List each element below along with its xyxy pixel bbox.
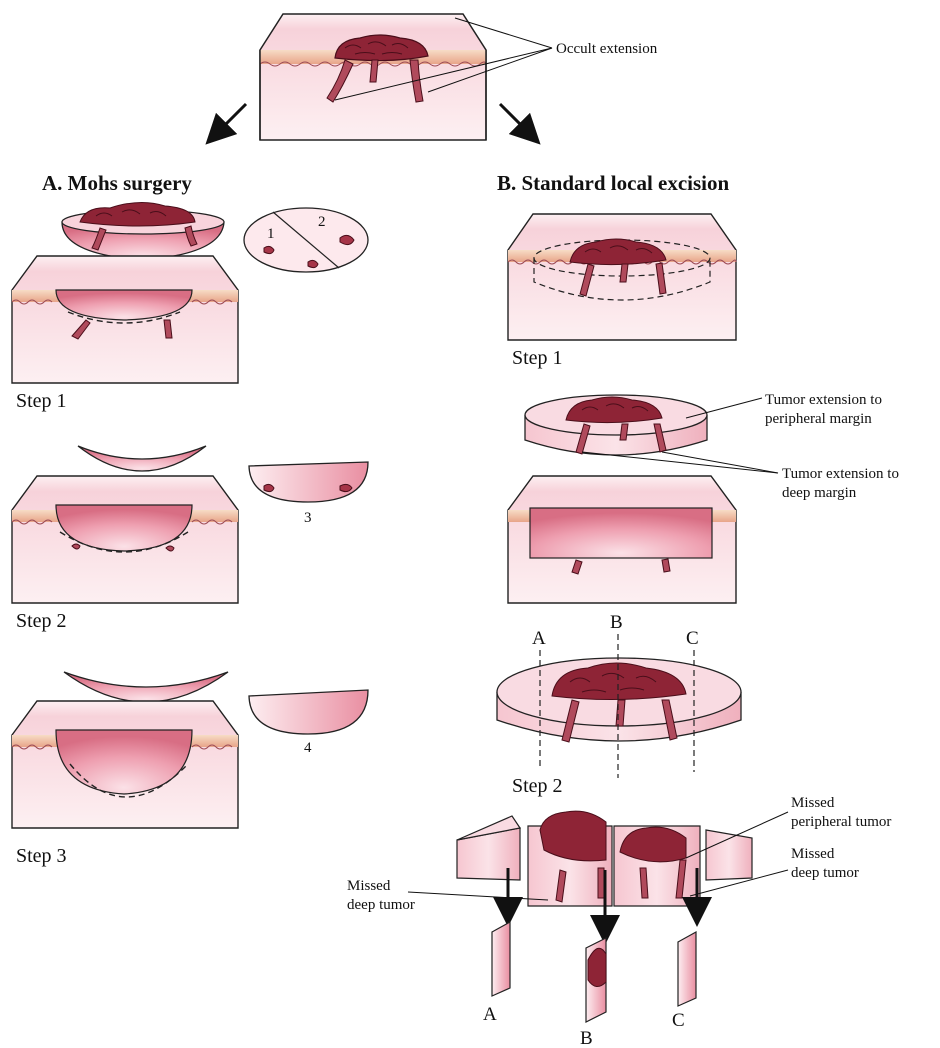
map-number-3: 3	[304, 510, 312, 526]
missed-peripheral-line1: Missed	[791, 795, 835, 811]
excision-step1: Step 1	[508, 214, 736, 369]
section-slab-a: A	[483, 922, 510, 1025]
excision-step1-label: Step 1	[512, 347, 563, 369]
missed-deep-left-line1: Missed	[347, 878, 391, 894]
map-number-1: 1	[267, 226, 275, 242]
deep-label-line2: deep margin	[782, 485, 857, 501]
section-slab-c: C	[672, 932, 696, 1031]
missed-peripheral-line2: peripheral tumor	[791, 814, 891, 830]
missed-deep-right-line2: deep tumor	[791, 865, 859, 881]
arrow-to-excision	[500, 104, 530, 134]
excision-wound-block	[508, 476, 736, 603]
mohs-step1: Step 1	[12, 202, 238, 412]
mohs-step3: Step 3	[12, 672, 238, 867]
section-letter-b: B	[580, 1028, 593, 1048]
mohs-map-3: 3	[249, 462, 368, 526]
section-letter-b-top: B	[610, 612, 623, 633]
section-letter-c: C	[672, 1010, 685, 1031]
mohs-map-1-2: 1 2	[244, 208, 368, 272]
section-letter-c-top: C	[686, 628, 699, 649]
missed-deep-left-line2: deep tumor	[347, 897, 415, 913]
top-skin-block	[260, 14, 486, 140]
peripheral-label-line2: peripheral margin	[765, 411, 872, 427]
standard-title: B. Standard local excision	[497, 171, 730, 195]
peripheral-margin-callout: Tumor extension to peripheral margin	[686, 392, 882, 427]
peripheral-label-line1: Tumor extension to	[765, 392, 882, 408]
mohs-title: A. Mohs surgery	[42, 171, 192, 195]
excision-disc	[525, 395, 707, 455]
mohs-step2-label: Step 2	[16, 610, 67, 632]
section-slab-b: B	[580, 938, 606, 1048]
map-number-4: 4	[304, 740, 312, 756]
excision-step2-label: Step 2	[512, 775, 563, 797]
section-letter-a-top: A	[532, 628, 546, 649]
map-number-2: 2	[318, 214, 326, 230]
missed-deep-right-line1: Missed	[791, 846, 835, 862]
mohs-step2: Step 2	[12, 446, 238, 632]
mohs-step3-label: Step 3	[16, 845, 67, 867]
arrow-to-mohs	[216, 104, 246, 134]
missed-deep-left-callout: Missed deep tumor	[347, 878, 548, 913]
section-letter-a: A	[483, 1004, 497, 1025]
mohs-map-4: 4	[249, 690, 368, 756]
excision-step2-disc: A B C Step 2	[497, 612, 741, 797]
deep-label-line1: Tumor extension to	[782, 466, 899, 482]
occult-extension-label: Occult extension	[556, 41, 658, 57]
mohs-step1-label: Step 1	[16, 390, 67, 412]
